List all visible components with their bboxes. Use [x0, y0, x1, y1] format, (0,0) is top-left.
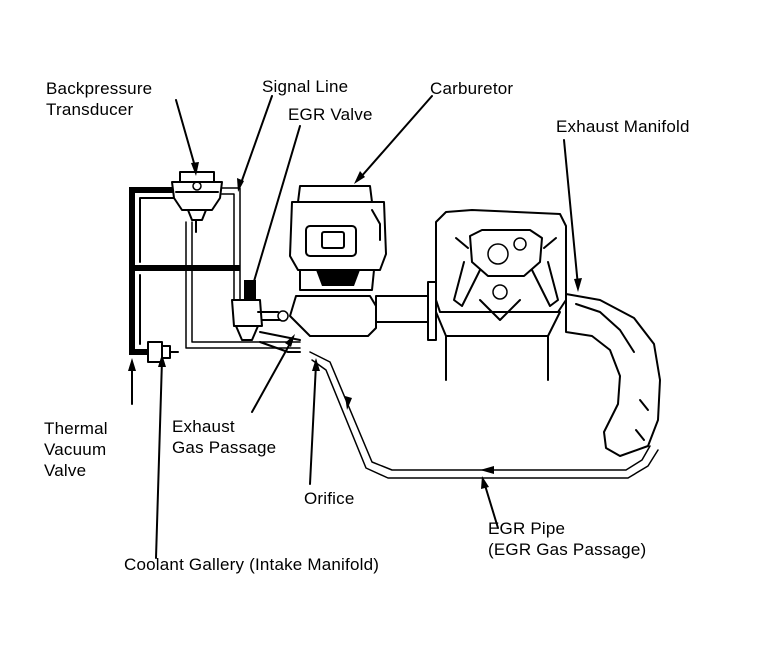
- egr-valve-label: EGR Valve: [288, 105, 373, 124]
- signal-line-label: Signal Line: [262, 77, 349, 96]
- egr-pipe-label: EGR Pipe (EGR Gas Passage): [488, 518, 646, 560]
- exhaust-manifold-label: Exhaust Manifold: [556, 117, 690, 136]
- thermal-vacuum-valve-label: Thermal Vacuum Valve: [44, 418, 108, 481]
- exhaust-gas-passage-label: Exhaust Gas Passage: [172, 416, 276, 458]
- coolant-gallery-label: Coolant Gallery (Intake Manifold): [124, 555, 380, 574]
- engine-block: [435, 209, 567, 381]
- exhaust-gas-passage-label-line2: Gas Passage: [172, 438, 277, 457]
- backpressure-transducer-label-line1: Backpressure: [46, 79, 153, 98]
- egr-pipe-label-line1: EGR Pipe: [488, 519, 566, 538]
- thermal-vacuum-valve: [147, 341, 179, 363]
- egr-pipe-label-line2: (EGR Gas Passage): [488, 540, 647, 559]
- backpressure-transducer-label-line2: Transducer: [46, 100, 134, 119]
- carburetor: [289, 185, 387, 291]
- backpressure-transducer-label: Backpressure Transducer: [46, 78, 152, 120]
- orifice-label: Orifice: [304, 489, 355, 508]
- thermal-vacuum-valve-label-line1: Thermal: [44, 419, 108, 438]
- egr-pipe: [309, 351, 659, 479]
- backpressure-transducer: [171, 171, 223, 233]
- exhaust-gas-passage-label-line1: Exhaust: [172, 417, 235, 436]
- leader-lines: [128, 95, 582, 559]
- carburetor-label: Carburetor: [430, 79, 514, 98]
- thermal-vacuum-valve-label-line2: Vacuum: [44, 440, 107, 459]
- thermal-vacuum-valve-label-line3: Valve: [44, 461, 87, 480]
- intake-manifold: [259, 281, 437, 353]
- exhaust-manifold: [565, 293, 661, 457]
